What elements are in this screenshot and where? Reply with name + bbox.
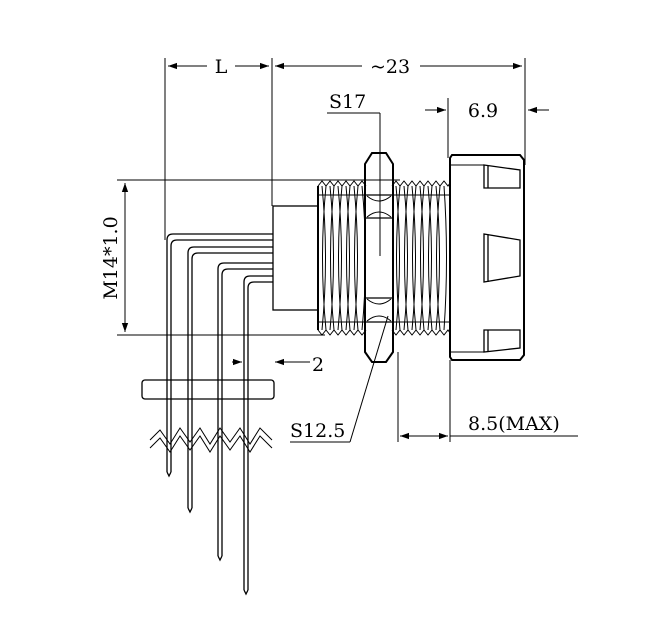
- max-length-label: 8.5(MAX): [468, 413, 560, 435]
- thread-spec-label: M14*1.0: [100, 216, 122, 299]
- total-length-label: ~23: [370, 56, 410, 78]
- s12-5-leader: S12.5: [290, 315, 389, 443]
- flange-dimension: 6.9: [425, 98, 549, 158]
- top-dimension: L ~23: [164, 56, 526, 240]
- threaded-body: [317, 180, 451, 336]
- s12-5-label: S12.5: [290, 420, 345, 442]
- s17-label: S17: [329, 91, 366, 113]
- pcb-plate: [141, 379, 275, 400]
- front-socket: [449, 154, 525, 361]
- thread-dimension: M14*1.0: [100, 179, 400, 336]
- hex-nut: [364, 152, 394, 363]
- pin-offset-dimension: 2: [232, 300, 324, 376]
- pin-offset-label: 2: [312, 354, 324, 376]
- flange-width-label: 6.9: [468, 100, 498, 122]
- max-length-dimension: 8.5(MAX): [397, 352, 578, 442]
- length-l-label: L: [215, 56, 228, 78]
- break-line: [149, 427, 273, 453]
- s17-leader: S17: [327, 91, 381, 256]
- rear-collar: [272, 205, 319, 311]
- right-angle-pins: [166, 233, 273, 596]
